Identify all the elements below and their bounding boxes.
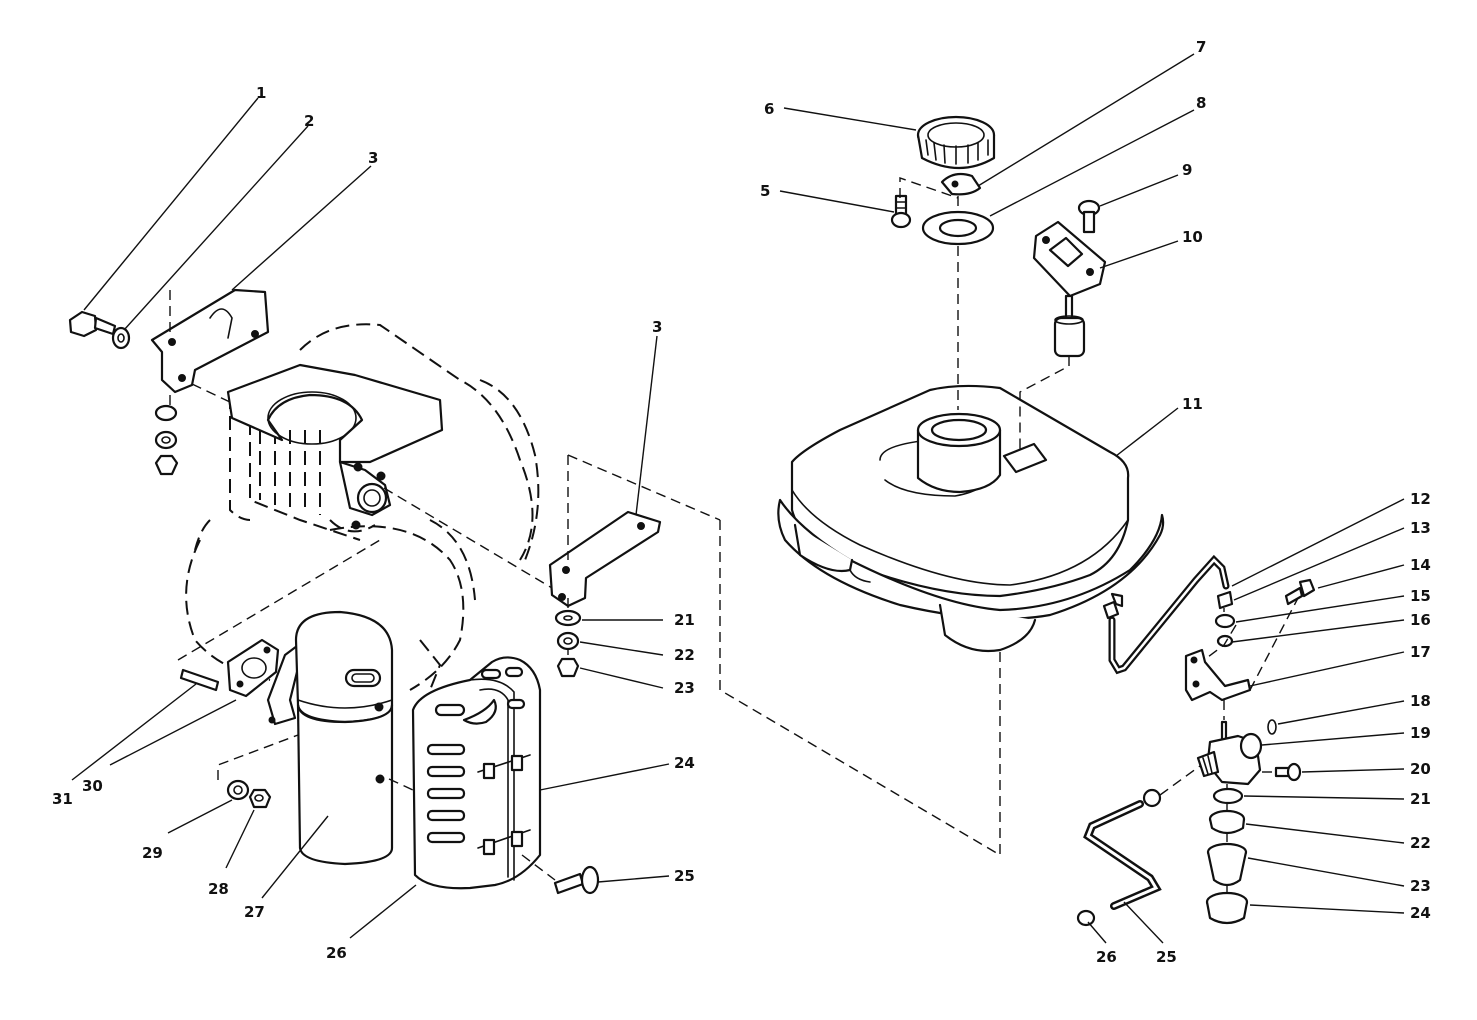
callout-8: 8 (1196, 94, 1206, 112)
callout-21-right: 21 (1410, 790, 1431, 808)
left-alignment-lines (169, 290, 1001, 881)
washer-16 (1216, 634, 1234, 648)
muffler-bracket-upper (150, 288, 270, 394)
exhaust-gasket-30 (226, 638, 280, 698)
callout-21-left: 21 (674, 611, 695, 629)
callout-22-left: 22 (674, 646, 695, 664)
callout-labels-left: 1 2 3 3 21 22 23 24 25 26 27 28 29 30 31 (52, 84, 695, 962)
o-ring-18 (1267, 719, 1277, 735)
callout-23-left: 23 (674, 679, 695, 697)
nut-23-left (556, 657, 580, 678)
washer-15 (1214, 613, 1236, 629)
muffler-27 (266, 610, 394, 866)
callout-20: 20 (1410, 760, 1431, 778)
callout-7: 7 (1196, 38, 1206, 56)
callout-25-left: 25 (674, 867, 695, 885)
callout-18: 18 (1410, 692, 1431, 710)
callout-3-upper: 3 (368, 149, 378, 167)
callout-17: 17 (1410, 643, 1431, 661)
leader-lines (71, 53, 1405, 944)
hose-clamp-lower (1142, 788, 1162, 808)
bolt-1 (68, 310, 117, 338)
callout-labels-right: 5 6 7 8 9 10 11 12 13 14 15 16 17 18 19 … (760, 38, 1431, 966)
callout-12: 12 (1410, 490, 1431, 508)
screw-9 (1077, 199, 1101, 234)
callout-6: 6 (764, 100, 774, 118)
callout-26-left: 26 (326, 944, 347, 962)
ring-nut-24-right (1205, 891, 1249, 925)
muffler-bracket-lower (548, 510, 662, 608)
screw-5 (890, 194, 912, 229)
cap-retainer-7 (940, 172, 982, 196)
nut-28 (248, 788, 272, 809)
callout-2: 2 (304, 112, 314, 130)
callout-10: 10 (1182, 228, 1203, 246)
callout-25-right: 25 (1156, 948, 1177, 966)
screw-20 (1274, 762, 1302, 782)
fuel-line-12 (1108, 554, 1230, 675)
callout-23-right: 23 (1410, 877, 1431, 895)
seal-22-right (1208, 809, 1246, 835)
lock-washer-22-left (556, 631, 580, 651)
fuel-cap-6 (916, 115, 996, 169)
callout-9: 9 (1182, 161, 1192, 179)
callout-19: 19 (1410, 724, 1431, 742)
valve-bracket-17 (1184, 648, 1252, 702)
lock-washer-2 (111, 326, 131, 350)
callout-1: 1 (256, 84, 266, 102)
callout-28: 28 (208, 880, 229, 898)
callout-16: 16 (1410, 611, 1431, 629)
callout-24-right: 24 (1410, 904, 1431, 922)
callout-5: 5 (760, 182, 770, 200)
shutoff-valve-19 (1196, 720, 1263, 786)
washer-29 (226, 779, 250, 801)
upper-washer-stack (154, 404, 179, 476)
clamp-13 (1216, 590, 1234, 610)
cap-gasket-8 (921, 210, 995, 246)
gasket-21-right (1212, 787, 1244, 805)
callout-11: 11 (1182, 395, 1203, 413)
screw-25-left (553, 865, 600, 895)
callout-3-lower: 3 (652, 318, 662, 336)
callout-30: 30 (82, 777, 103, 795)
fuel-gauge-10 (1032, 220, 1107, 358)
fuel-line-25 (1083, 800, 1162, 910)
screw-14 (1284, 578, 1316, 606)
washer-21-left (554, 609, 582, 627)
stud-31 (179, 668, 220, 692)
callout-26-right: 26 (1096, 948, 1117, 966)
callout-29: 29 (142, 844, 163, 862)
fuel-tank-11 (777, 384, 1165, 653)
callout-24-left: 24 (674, 754, 695, 772)
guard-vent-slots (426, 666, 526, 844)
callout-13: 13 (1410, 519, 1431, 537)
sediment-bowl-23 (1206, 842, 1248, 887)
muffler-guard-26 (411, 656, 542, 890)
callout-15: 15 (1410, 587, 1431, 605)
tank-outlet-clamp (1102, 600, 1120, 620)
cylinder-head (226, 363, 444, 530)
callout-22-right: 22 (1410, 834, 1431, 852)
hose-clamp-26 (1076, 909, 1096, 927)
callout-27: 27 (244, 903, 265, 921)
callout-31: 31 (52, 790, 73, 808)
callout-14: 14 (1410, 556, 1431, 574)
